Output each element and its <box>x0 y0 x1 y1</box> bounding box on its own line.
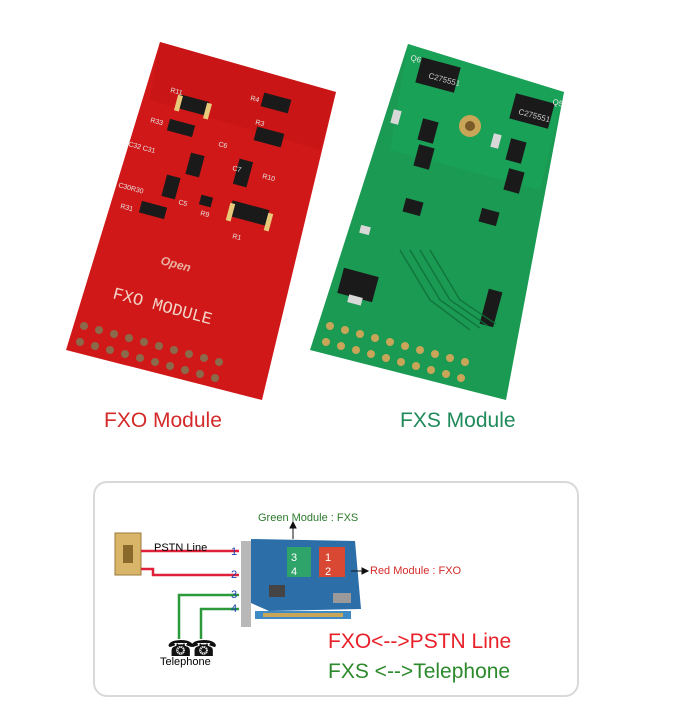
telephone-label: Telephone <box>160 656 211 668</box>
svg-text:C7: C7 <box>231 165 242 174</box>
card-slot-4: 4 <box>291 566 297 578</box>
card-slot-2: 2 <box>325 566 331 578</box>
module-photos: R11 R4 R33 R3 C32 C31 C6 C30R30 C7 R10 R… <box>66 42 565 400</box>
pstn-wall-jack-icon <box>114 532 142 576</box>
svg-text:C5: C5 <box>177 199 188 208</box>
fxo-module-caption: FXO Module <box>104 409 222 432</box>
green-module-label: Green Module : FXS <box>258 512 359 524</box>
card-slot-3: 3 <box>291 552 297 564</box>
port-1-label: 1 <box>231 546 237 558</box>
svg-text:R4: R4 <box>249 95 260 104</box>
svg-text:R9: R9 <box>199 210 210 219</box>
svg-text:R3: R3 <box>254 119 265 128</box>
pstn-line-label: PSTN Line <box>154 542 208 554</box>
svg-text:C6: C6 <box>217 141 228 150</box>
fxo-board-photo: R11 R4 R33 R3 C32 C31 C6 C30R30 C7 R10 R… <box>66 42 336 400</box>
svg-text:R10: R10 <box>261 173 275 183</box>
legend-fxs: FXS <-->Telephone <box>328 660 511 683</box>
legend-fxo: FXO<-->PSTN Line <box>328 630 512 653</box>
svg-text:☎: ☎ <box>190 637 217 662</box>
module-arrows <box>289 520 370 575</box>
svg-text:Q5: Q5 <box>551 97 564 109</box>
port-4-label: 4 <box>231 603 237 615</box>
svg-text:R11: R11 <box>169 87 183 97</box>
svg-text:☎: ☎ <box>167 637 194 662</box>
svg-text:R31: R31 <box>119 203 133 213</box>
pci-card-illustration: 3 4 1 2 <box>241 539 361 627</box>
port-3-label: 3 <box>231 589 237 601</box>
port-2-label: 2 <box>231 569 237 581</box>
card-slot-1: 1 <box>325 552 331 564</box>
telephone-icons: ☎ ☎ <box>167 637 217 662</box>
red-module-label: Red Module : FXO <box>370 565 462 577</box>
svg-text:R33: R33 <box>149 117 163 127</box>
pstn-lines <box>141 549 239 577</box>
svg-text:R1: R1 <box>231 233 242 242</box>
fxs-module-caption: FXS Module <box>400 409 516 432</box>
telephone-lines <box>177 593 239 639</box>
fxs-board-photo: Q6 Q5 C275551 C275551 <box>310 44 565 400</box>
connection-diagram: ☎ ☎ 3 4 1 2 1 2 3 4 <box>114 520 370 662</box>
svg-text:Q6: Q6 <box>409 53 422 65</box>
